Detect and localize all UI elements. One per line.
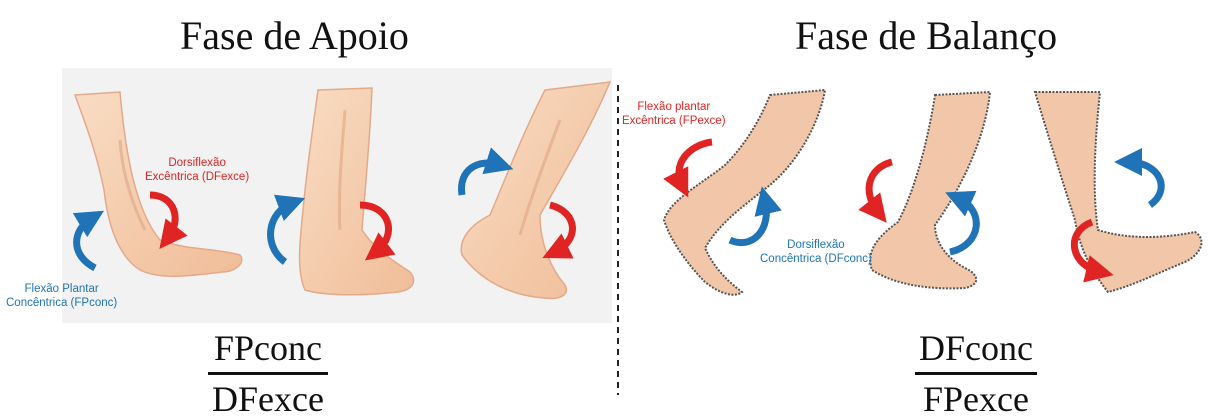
label-line: Flexão plantar <box>637 101 710 113</box>
label-line: Dorsiflexão <box>168 157 226 169</box>
ratio-left-numerator: FPconc <box>208 328 328 368</box>
ratio-left-fraction-bar <box>208 372 328 375</box>
swing-foot-3 <box>1035 92 1202 292</box>
label-line: Excêntrica (FPexce) <box>622 115 726 127</box>
label-line: Dorsiflexão <box>787 239 845 251</box>
ratio-right-fraction-bar <box>915 372 1037 375</box>
ratio-left: FPconc DFexce <box>208 328 328 419</box>
swing-foot-2 <box>870 92 990 288</box>
label-line: Excêntrica (DFexce) <box>145 171 249 183</box>
label-dorsiflexao-excentrica: Dorsiflexão Excêntrica (DFexce) <box>145 156 249 184</box>
label-line: Concêntrica (FPconc) <box>6 297 117 309</box>
blue-arrow-swing-3 <box>1128 162 1161 205</box>
label-flexao-plantar-excentrica: Flexão plantar Excêntrica (FPexce) <box>622 100 726 128</box>
red-arrow-swing-2 <box>869 162 892 212</box>
blue-arrow-swing-2 <box>950 198 976 252</box>
label-line: Flexão Plantar <box>25 283 99 295</box>
label-dorsiflexao-concentrica: Dorsiflexão Concêntrica (DFconc) <box>760 238 872 266</box>
ratio-right-numerator: DFconc <box>915 328 1037 368</box>
ratio-right: DFconc FPexce <box>915 328 1037 419</box>
ratio-right-denominator: FPexce <box>915 379 1037 419</box>
ratio-left-denominator: DFexce <box>208 379 328 419</box>
label-line: Concêntrica (DFconc) <box>760 253 872 265</box>
label-flexao-plantar-concentrica: Flexão Plantar Concêntrica (FPconc) <box>6 282 117 310</box>
